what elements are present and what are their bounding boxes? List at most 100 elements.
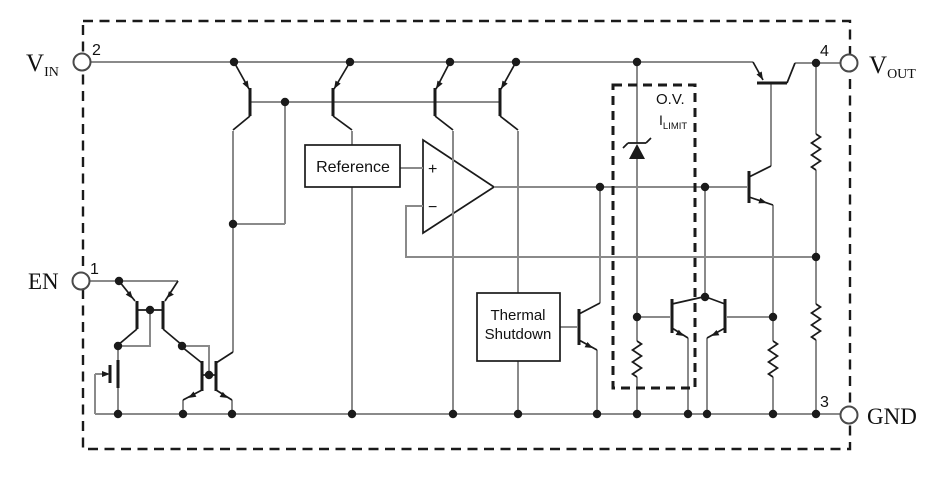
ilimit-main: I <box>659 112 663 128</box>
pnp-transistor-q2 <box>331 61 353 131</box>
gnd-label: GND <box>867 404 917 429</box>
junction-dot <box>445 57 455 67</box>
pins <box>71 52 859 425</box>
pin-number-1: 1 <box>90 261 99 278</box>
vout-pin-circle <box>839 53 859 73</box>
en-npn-left <box>181 346 204 401</box>
sense-resistor <box>766 340 780 378</box>
wires <box>89 61 841 415</box>
ilimit-label: ILIMIT <box>659 112 687 132</box>
junction-dot <box>177 341 187 351</box>
en-label: EN <box>28 269 59 294</box>
pnp-transistor-q3 <box>433 61 454 131</box>
junction-dot <box>347 409 357 419</box>
vin-label: VIN <box>26 50 59 80</box>
q3-emitter-arrow-icon <box>436 80 443 89</box>
en-pin-circle <box>71 271 91 291</box>
driver-collector <box>748 165 772 178</box>
vin-label-sub: IN <box>44 65 59 80</box>
en-npn-left-collector <box>181 346 203 364</box>
junction-dots <box>113 57 821 419</box>
vout-label: VOUT <box>869 52 916 82</box>
current-limit-transistor-left <box>670 296 704 339</box>
junction-dot <box>768 409 778 419</box>
pnp-transistor-q4 <box>498 61 519 131</box>
ov-label: O.V. <box>656 91 685 108</box>
junction-dot <box>595 182 605 192</box>
driver-emitter-arrow-icon <box>758 197 767 204</box>
vout-label-sub: OUT <box>887 67 916 82</box>
pass-emitter-arrow-icon <box>756 71 763 80</box>
junction-dot <box>811 252 821 262</box>
vin-label-main: V <box>26 50 44 77</box>
junction-dot <box>632 57 642 67</box>
thermal-shutdown-transistor <box>577 302 601 351</box>
reference-block: Reference <box>304 144 401 188</box>
junction-dot <box>113 341 123 351</box>
junction-dot <box>114 276 124 286</box>
opamp-minus-label: − <box>428 199 437 216</box>
zener-cathode-bar <box>622 137 652 149</box>
en-npn-right-emitter-arrow-icon <box>219 391 228 398</box>
en-pnp-left <box>117 280 139 346</box>
junction-dot <box>178 409 188 419</box>
junction-dot <box>683 409 693 419</box>
pin-number-2: 2 <box>92 42 101 59</box>
pin-number-4: 4 <box>820 43 829 60</box>
junction-dot <box>811 409 821 419</box>
junction-dot <box>700 292 710 302</box>
junction-dot <box>592 409 602 419</box>
q2-emitter-arrow-icon <box>334 80 341 89</box>
en-npn-left-emitter-arrow-icon <box>188 391 197 398</box>
ts-npn-emitter-arrow-icon <box>584 342 593 348</box>
junction-dot <box>113 409 123 419</box>
ts-npn-collector <box>578 302 601 315</box>
en-pnp-left-collector <box>117 328 138 346</box>
en-pnp-right-emitter-arrow-icon <box>167 291 174 298</box>
q4-collector <box>499 115 519 131</box>
gnd-pin-circle <box>839 405 859 425</box>
cl-left-collector <box>671 296 704 305</box>
junction-dot <box>145 305 155 315</box>
ic-boundary-dashed-border <box>81 19 852 451</box>
q1-emitter-arrow-icon <box>242 80 249 89</box>
junction-dot <box>345 57 355 67</box>
junction-dot <box>280 97 290 107</box>
q4-emitter-arrow-icon <box>501 80 508 89</box>
q3-collector <box>434 115 454 131</box>
thermal-shutdown-block: Thermal Shutdown <box>476 292 561 362</box>
pnp-transistor-q1 <box>232 61 252 131</box>
junction-dot <box>204 370 214 380</box>
vin-pin-circle <box>72 52 92 72</box>
reference-label: Reference <box>316 159 390 176</box>
opamp-triangle <box>422 138 496 235</box>
cl-left-emitter-arrow-icon <box>675 329 684 336</box>
zener-diode <box>622 137 652 159</box>
pass-collector <box>786 62 796 84</box>
junction-dot <box>227 409 237 419</box>
reference-box <box>304 144 401 188</box>
junction-dot <box>768 312 778 322</box>
en-pnp-base-link-wire <box>118 310 151 347</box>
junction-dot <box>700 182 710 192</box>
driver-transistor <box>747 165 774 206</box>
feedback-resistor-top <box>809 133 823 171</box>
thermal-shutdown-label-line1: Thermal <box>490 307 545 324</box>
junction-dot <box>632 312 642 322</box>
q2-collector <box>332 115 353 131</box>
feedback-resistor-bottom <box>809 303 823 341</box>
junction-dot <box>513 409 523 419</box>
opamp-plus-label: + <box>428 161 437 178</box>
feedback-wire <box>405 205 816 258</box>
mirror-diode-link-wire <box>233 102 286 225</box>
junction-dot <box>702 409 712 419</box>
en-npn-base-link-wire <box>182 345 210 373</box>
cl-right-collector <box>705 296 726 305</box>
ov-ilimit-dashed-box <box>611 83 697 390</box>
junction-dot <box>448 409 458 419</box>
ilimit-sub: LIMIT <box>663 121 687 132</box>
junction-dot <box>511 57 521 67</box>
en-pnp-left-emitter-arrow-icon <box>125 290 133 299</box>
junction-dot <box>229 57 239 67</box>
